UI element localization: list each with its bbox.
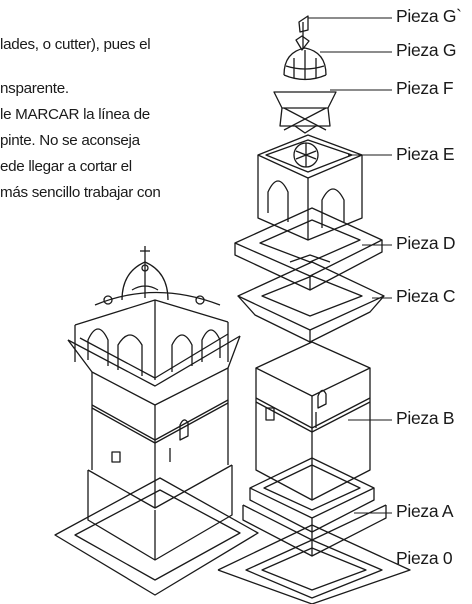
label-pieza-a: Pieza A <box>396 501 454 521</box>
instruction-line: más sencillo trabajar con <box>0 184 161 201</box>
exploded-view <box>217 15 411 604</box>
label-pieza-f: Pieza F <box>396 78 454 98</box>
label-pieza-e: Pieza E <box>396 144 455 164</box>
piece-g-prime-drawing <box>295 15 310 51</box>
instruction-line: nsparente. <box>0 80 69 97</box>
instruction-line: le MARCAR la línea de <box>0 106 150 123</box>
label-pieza-g: Pieza G <box>396 40 457 60</box>
piece-0-drawing <box>217 524 411 604</box>
piece-b-drawing <box>255 341 371 501</box>
leader-lines <box>308 17 392 514</box>
label-pieza-0: Pieza 0 <box>396 548 453 568</box>
piece-d-drawing <box>234 207 383 291</box>
instruction-line: pinte. No se aconseja <box>0 132 140 149</box>
piece-g-drawing <box>283 47 327 81</box>
label-pieza-c: Pieza C <box>396 286 456 306</box>
label-pieza-b: Pieza B <box>396 408 455 428</box>
assembled-tower <box>54 246 259 596</box>
piece-c-drawing <box>237 261 385 343</box>
label-pieza-d: Pieza D <box>396 233 456 253</box>
instruction-line: ede llegar a cortar el <box>0 158 132 175</box>
label-pieza-g-prime: Pieza G` <box>396 6 462 26</box>
piece-f-drawing <box>273 91 337 134</box>
instruction-line: lades, o cutter), pues el <box>0 36 151 53</box>
